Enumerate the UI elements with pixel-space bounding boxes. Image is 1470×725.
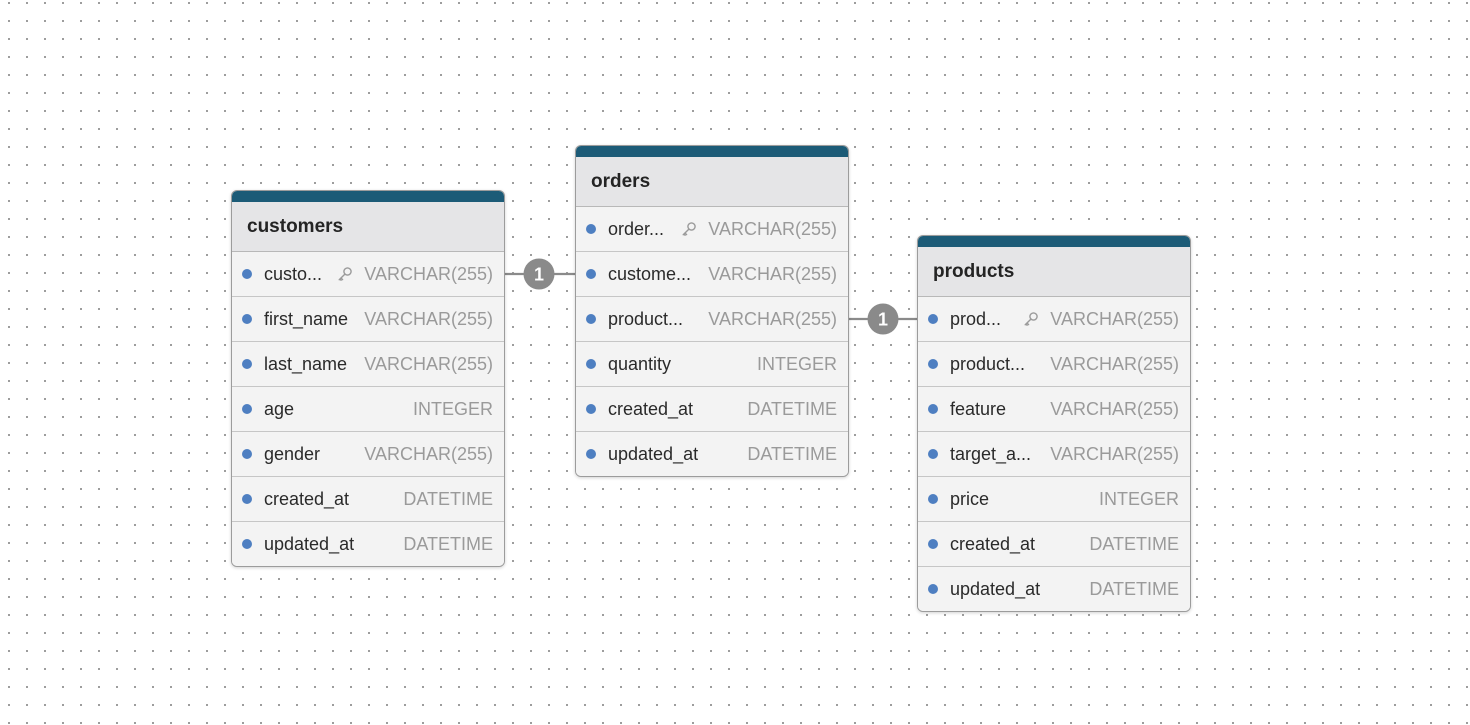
column-row[interactable]: created_at DATETIME [576,387,848,432]
column-dot-icon [242,539,252,549]
table-products[interactable]: products prod... VARCHAR(255) product... VAR… [917,235,1191,612]
column-type: VARCHAR(255) [364,353,493,374]
column-dot-icon [928,359,938,369]
column-type: VARCHAR(255) [364,443,493,464]
column-row[interactable]: product... VARCHAR(255) [918,342,1190,387]
column-type: VARCHAR(255) [708,263,837,284]
column-type: INTEGER [1098,488,1179,509]
table-title[interactable]: products [918,247,1190,297]
table-header-bar [918,236,1190,247]
column-name: product... [608,308,684,329]
column-dot-icon [586,269,596,279]
column-dot-icon [242,314,252,324]
column-dot-icon [586,314,596,324]
primary-key-icon [336,265,354,283]
column-name: order... [608,218,665,239]
cardinality-label: 1 [878,310,888,330]
column-dot-icon [928,449,938,459]
column-row[interactable]: feature VARCHAR(255) [918,387,1190,432]
relation-connector[interactable]: 1 [505,258,575,290]
column-row[interactable]: age INTEGER [232,387,504,432]
column-row[interactable]: product... VARCHAR(255) [576,297,848,342]
column-dot-icon [242,449,252,459]
column-name: custo... [264,263,323,284]
column-dot-icon [928,314,938,324]
column-dot-icon [242,404,252,414]
column-type: DATETIME [403,533,493,554]
column-name: feature [950,398,1007,419]
column-row[interactable]: updated_at DATETIME [918,567,1190,611]
column-name: product... [950,353,1026,374]
column-row[interactable]: order... VARCHAR(255) [576,207,848,252]
column-row[interactable]: price INTEGER [918,477,1190,522]
column-row[interactable]: created_at DATETIME [232,477,504,522]
column-name: age [264,398,295,419]
column-name: created_at [608,398,694,419]
column-type: VARCHAR(255) [1050,308,1179,329]
column-row[interactable]: updated_at DATETIME [576,432,848,476]
column-dot-icon [586,359,596,369]
column-type: INTEGER [412,398,493,419]
column-name: prod... [950,308,1002,329]
column-name: updated_at [264,533,355,554]
column-type: VARCHAR(255) [708,308,837,329]
column-dot-icon [242,359,252,369]
column-dot-icon [586,449,596,459]
column-type: DATETIME [1089,533,1179,554]
column-row[interactable]: custome... VARCHAR(255) [576,252,848,297]
column-dot-icon [586,224,596,234]
cardinality-badge [523,258,555,290]
column-name: price [950,488,990,509]
column-dot-icon [928,494,938,504]
column-name: custome... [608,263,692,284]
column-dot-icon [928,539,938,549]
table-title[interactable]: customers [232,202,504,252]
column-type: INTEGER [756,353,837,374]
column-row[interactable]: created_at DATETIME [918,522,1190,567]
column-name: target_a... [950,443,1032,464]
primary-key-icon [1022,310,1040,328]
column-name: last_name [264,353,348,374]
column-dot-icon [928,584,938,594]
column-type: DATETIME [403,488,493,509]
column-dot-icon [242,494,252,504]
column-row[interactable]: updated_at DATETIME [232,522,504,566]
column-type: VARCHAR(255) [1050,353,1179,374]
column-dot-icon [242,269,252,279]
cardinality-badge [867,303,899,335]
table-header-bar [576,146,848,157]
column-type: VARCHAR(255) [1050,443,1179,464]
column-dot-icon [928,404,938,414]
table-orders[interactable]: orders order... VARCHAR(255) custome... VARC… [575,145,849,477]
column-row[interactable]: custo... VARCHAR(255) [232,252,504,297]
column-type: VARCHAR(255) [364,263,493,284]
column-name: updated_at [950,578,1041,599]
column-name: created_at [264,488,350,509]
column-dot-icon [586,404,596,414]
column-name: created_at [950,533,1036,554]
column-row[interactable]: gender VARCHAR(255) [232,432,504,477]
column-name: quantity [608,353,672,374]
column-name: gender [264,443,321,464]
column-type: DATETIME [747,443,837,464]
column-type: DATETIME [747,398,837,419]
column-row[interactable]: last_name VARCHAR(255) [232,342,504,387]
column-row[interactable]: first_name VARCHAR(255) [232,297,504,342]
column-type: VARCHAR(255) [1050,398,1179,419]
column-row[interactable]: prod... VARCHAR(255) [918,297,1190,342]
column-row[interactable]: target_a... VARCHAR(255) [918,432,1190,477]
column-type: VARCHAR(255) [364,308,493,329]
primary-key-icon [680,220,698,238]
table-title[interactable]: orders [576,157,848,207]
column-name: first_name [264,308,349,329]
table-header-bar [232,191,504,202]
cardinality-label: 1 [534,265,544,285]
column-type: DATETIME [1089,578,1179,599]
relation-connector[interactable]: 1 [849,303,917,335]
column-name: updated_at [608,443,699,464]
column-row[interactable]: quantity INTEGER [576,342,848,387]
column-type: VARCHAR(255) [708,218,837,239]
